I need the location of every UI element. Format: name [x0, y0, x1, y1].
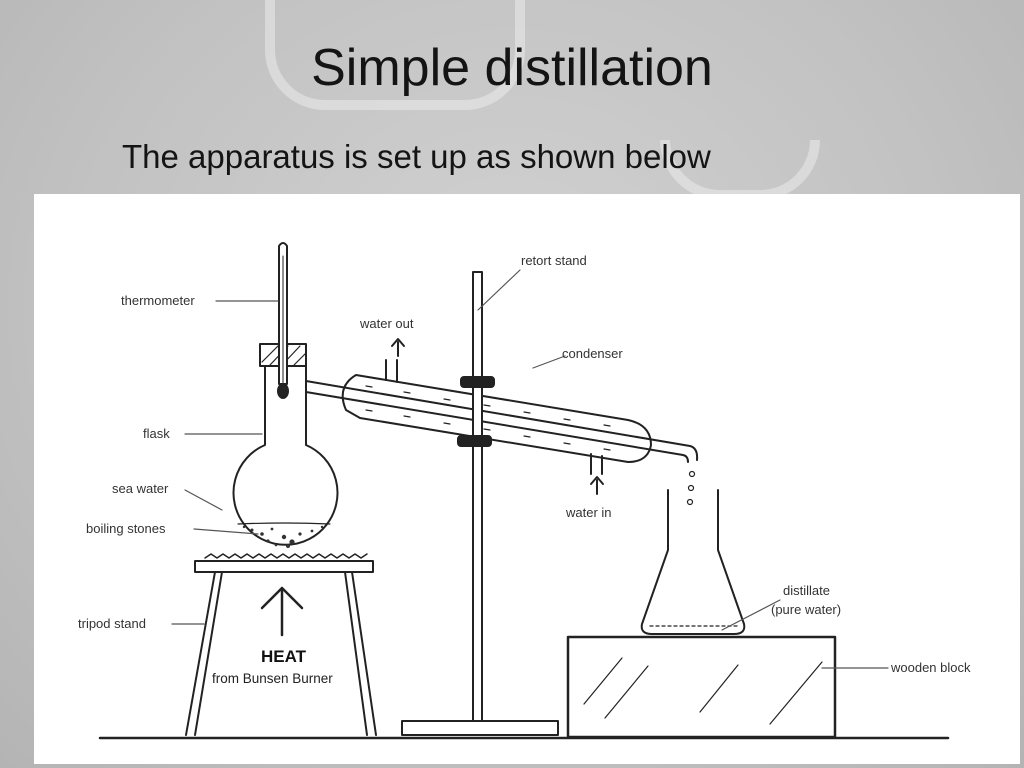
distillate-drops: [686, 470, 696, 506]
label-heat: HEAT: [261, 647, 307, 666]
delivery-tube: [305, 380, 699, 463]
label-thermometer: thermometer: [121, 293, 195, 308]
wire-gauze: [204, 553, 368, 559]
retort-stand: [401, 271, 559, 736]
label-wooden-block: wooden block: [890, 660, 971, 675]
thermometer: [277, 242, 289, 399]
label-retort-stand: retort stand: [521, 253, 587, 268]
water-in-arrow: [590, 476, 604, 495]
heat-arrow: [260, 586, 304, 637]
label-flask: flask: [143, 426, 170, 441]
label-pure-water: (pure water): [771, 602, 841, 617]
leader-lines: [171, 269, 889, 669]
slide-subtitle: The apparatus is set up as shown below: [122, 138, 711, 175]
label-sea-water: sea water: [112, 481, 169, 496]
water-out-arrow: [391, 338, 405, 357]
label-water-out: water out: [359, 316, 414, 331]
conical-flask: [640, 489, 746, 635]
round-bottom-flask: [232, 365, 339, 546]
label-tripod-stand: tripod stand: [78, 616, 146, 631]
label-distillate: distillate: [783, 583, 830, 598]
label-heat-source: from Bunsen Burner: [212, 671, 333, 686]
condenser: [341, 359, 652, 475]
boiling-stones: [242, 525, 324, 548]
label-water-in: water in: [565, 505, 612, 520]
background-glassware: [265, 0, 525, 110]
wooden-block: [566, 635, 837, 739]
slide-title: Simple distillation: [311, 39, 713, 97]
label-condenser: condenser: [562, 346, 623, 361]
tripod-stand: [185, 560, 377, 736]
label-boiling-stones: boiling stones: [86, 521, 166, 536]
